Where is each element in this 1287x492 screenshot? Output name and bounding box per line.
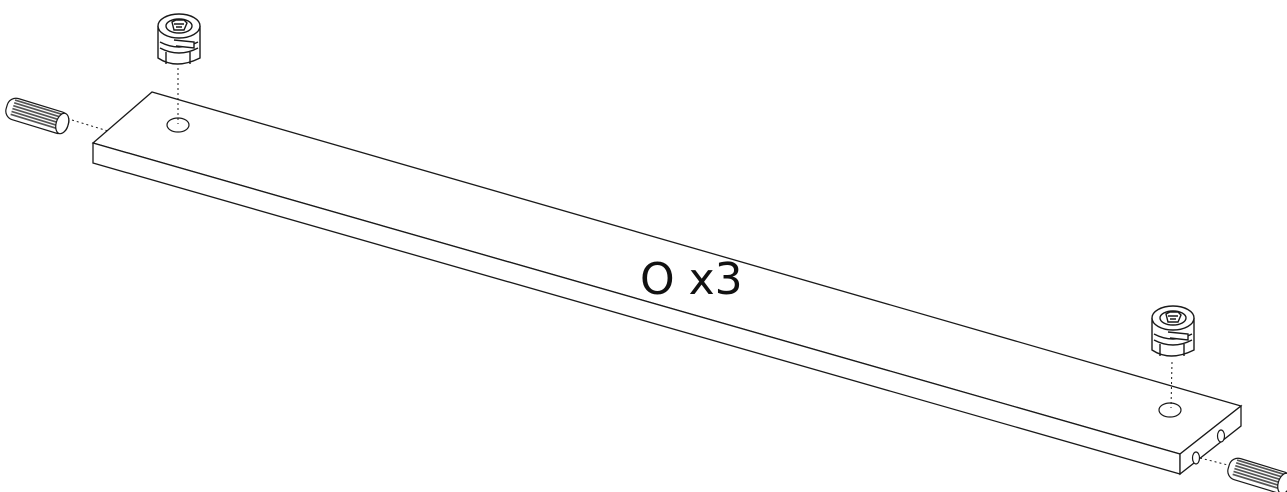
part-quantity-label: O x3: [640, 254, 743, 305]
guide-line-right-dowel: [1199, 457, 1233, 467]
dowel-hole-end-2: [1216, 429, 1226, 443]
dowel-icon: [1224, 455, 1287, 492]
guide-line-left-dowel: [71, 119, 109, 132]
cam-hole-left: [166, 117, 190, 133]
cam-lock-icon: [1151, 305, 1195, 357]
board-front-face: [92, 142, 1181, 475]
cam-hole-right: [1158, 402, 1182, 418]
cam-lock-icon: [157, 13, 201, 65]
board-o: [91, 91, 1243, 476]
dowel-hole-end-1: [1191, 451, 1201, 465]
dowel-icon: [2, 95, 72, 137]
